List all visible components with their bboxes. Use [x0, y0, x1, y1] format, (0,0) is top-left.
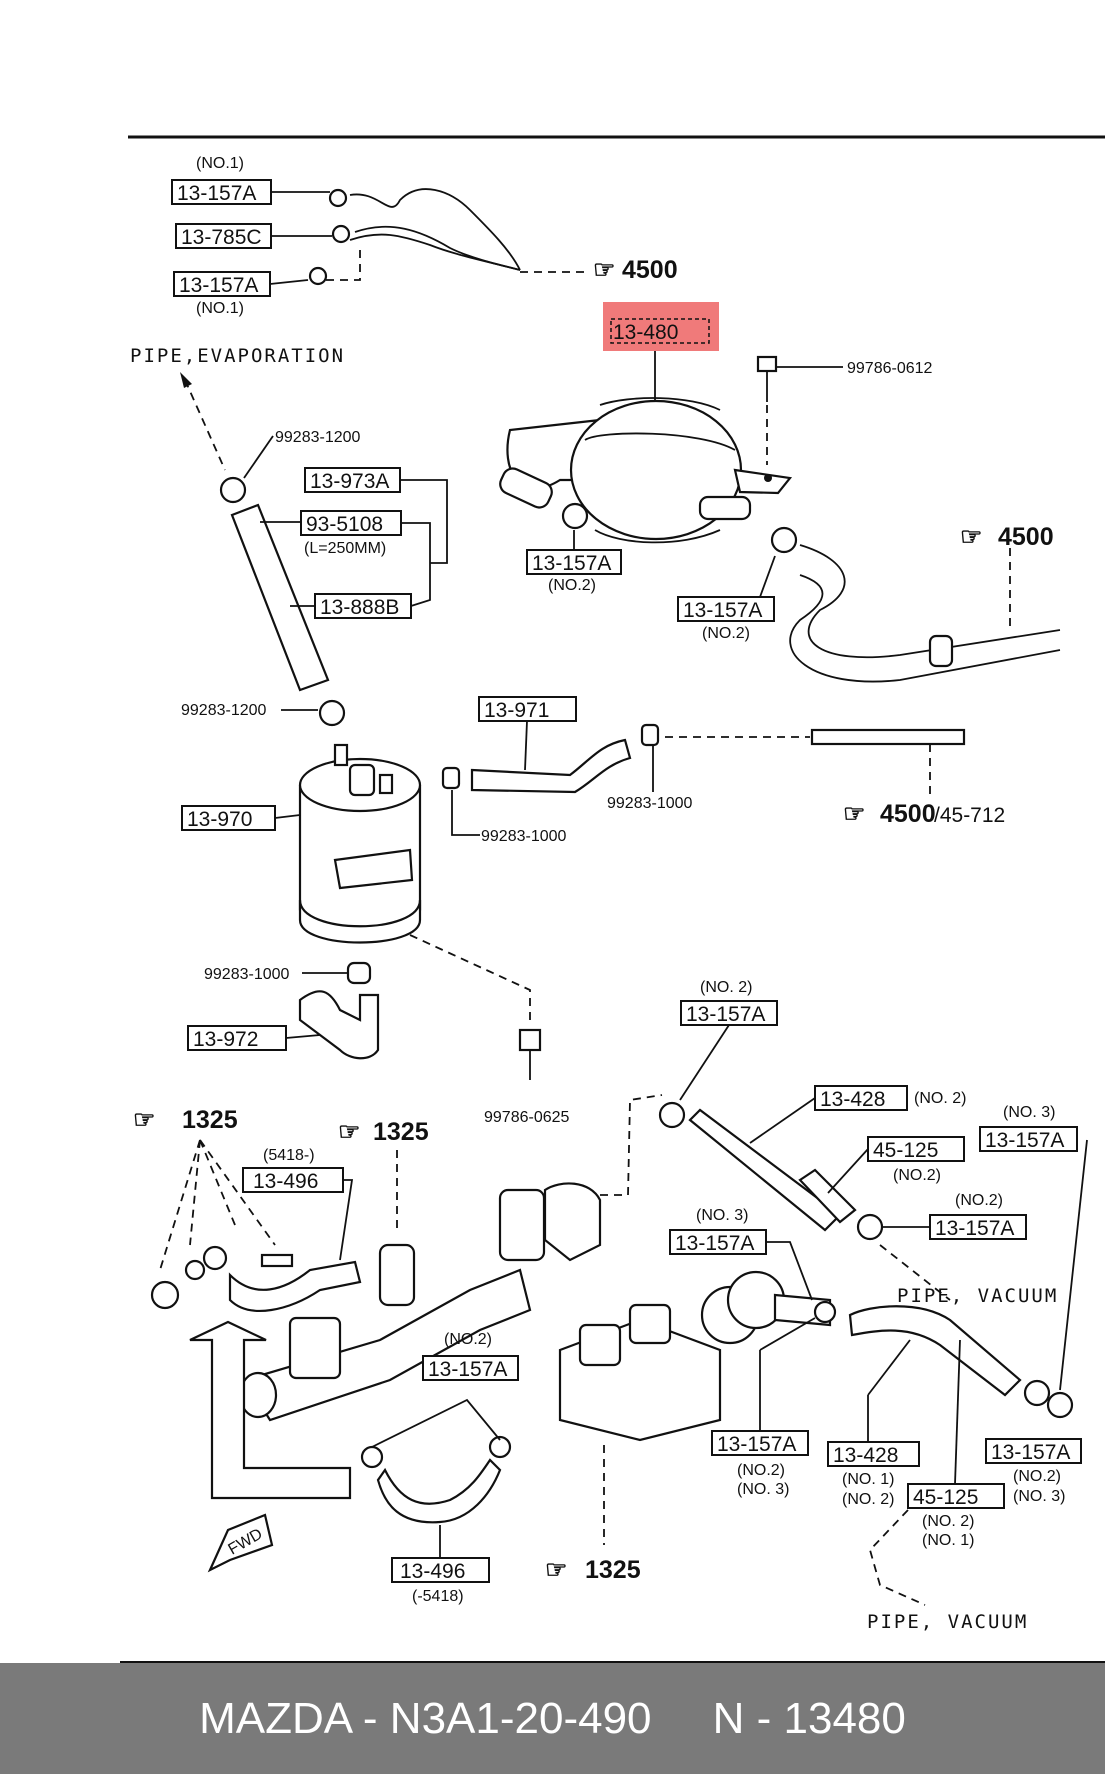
note-no2: (NO. 2) [922, 1513, 974, 1530]
note-no3: (NO. 3) [1013, 1488, 1065, 1505]
note-no2: (NO. 2) [700, 979, 752, 996]
svg-text:☞: ☞ [843, 800, 865, 828]
ref-1325[interactable]: 1325 [585, 1556, 641, 1584]
part-number-99283-1000[interactable]: 99283-1000 [481, 828, 567, 845]
part-label-13-428[interactable]: 13-428 [833, 1444, 898, 1467]
note-length: (L=250MM) [304, 540, 386, 557]
part-number-99283-1200[interactable]: 99283-1200 [181, 702, 267, 719]
svg-text:☞: ☞ [593, 256, 615, 284]
note-no1: (NO.1) [196, 300, 244, 317]
svg-text:☞: ☞ [960, 523, 982, 551]
caption-pipe-vacuum: PIPE, VACUUM [867, 1611, 1028, 1633]
svg-text:☞: ☞ [133, 1106, 155, 1134]
part-number-99283-1200[interactable]: 99283-1200 [275, 429, 361, 446]
ref-4500[interactable]: 4500 [880, 800, 936, 828]
part-label-13-157a[interactable]: 13-157A [985, 1129, 1064, 1152]
parts-diagram: (NO.1) 13-157A 13-785C 13-157A (NO.1) ☞ … [120, 135, 1105, 1663]
part-label-13-157a[interactable]: 13-157A [428, 1358, 507, 1381]
part-label-13-972[interactable]: 13-972 [193, 1028, 258, 1051]
note-no2: (NO.2) [1013, 1468, 1061, 1485]
note-no2: (NO. 2) [914, 1090, 966, 1107]
note-no1: (NO. 1) [842, 1471, 894, 1488]
note-no2: (NO.2) [737, 1462, 785, 1479]
note-no3: (NO. 3) [737, 1481, 789, 1498]
ref-1325[interactable]: 1325 [182, 1106, 238, 1134]
note-no1: (NO.1) [196, 155, 244, 172]
note-no1: (NO. 1) [922, 1532, 974, 1549]
note-5418: (5418-) [263, 1147, 315, 1164]
part-label-13-157a[interactable]: 13-157A [179, 274, 258, 297]
evaporation-pipe-group: PIPE,EVAPORATION 99283-1200 13-973A 93-5… [130, 345, 448, 727]
part-label-13-973a[interactable]: 13-973A [310, 470, 389, 493]
part-label-13-157a[interactable]: 13-157A [717, 1433, 796, 1456]
part-label-45-125[interactable]: 45-125 [873, 1139, 938, 1162]
caption-pipe-evaporation: PIPE,EVAPORATION [130, 345, 345, 367]
part-label-45-125[interactable]: 45-125 [913, 1486, 978, 1509]
note-no2: (NO. 2) [842, 1491, 894, 1508]
hose-group-top: (NO.1) 13-157A 13-785C 13-157A (NO.1) ☞ … [171, 155, 678, 317]
vacuum-hose-group: (NO. 2) 13-157A 13-428 (NO. 2) 45-125 (N… [658, 979, 1088, 1633]
note-no2: (NO.2) [893, 1167, 941, 1184]
part-number-99786-0612[interactable]: 99786-0612 [847, 360, 933, 377]
note-minus-5418: (-5418) [412, 1588, 464, 1605]
note-no2: (NO.2) [955, 1192, 1003, 1209]
footer-part-info: MAZDA - N3A1-20-490 N - 13480 [199, 1693, 906, 1743]
part-label-13-971[interactable]: 13-971 [484, 699, 549, 722]
note-no2: (NO.2) [548, 577, 596, 594]
note-no3: (NO. 3) [696, 1207, 748, 1224]
ref-4500[interactable]: 4500 [622, 256, 678, 284]
note-no2: (NO.2) [702, 625, 750, 642]
part-label-13-970[interactable]: 13-970 [187, 808, 252, 831]
part-number-45-712[interactable]: /45-712 [934, 804, 1005, 827]
part-label-93-5108[interactable]: 93-5108 [306, 513, 383, 536]
intake-assembly-group: ☞ 1325 ☞ 1325 (5418-) 13-496 13 [133, 1094, 760, 1605]
part-label-13-157a[interactable]: 13-157A [935, 1217, 1014, 1240]
note-no2: (NO.2) [444, 1331, 492, 1348]
part-label-13-496[interactable]: 13-496 [253, 1170, 318, 1193]
svg-text:☞: ☞ [338, 1118, 360, 1146]
part-label-13-785c[interactable]: 13-785C [181, 226, 262, 249]
part-number-99283-1000[interactable]: 99283-1000 [204, 966, 290, 983]
svg-text:☞: ☞ [545, 1556, 567, 1584]
canister-group: 13-970 13-971 99283-1000 99283-1000 ☞ 45… [181, 696, 1005, 1126]
part-label-13-157a[interactable]: 13-157A [683, 599, 762, 622]
caption-pipe-vacuum: PIPE, VACUUM [897, 1285, 1058, 1307]
part-label-13-157a[interactable]: 13-157A [177, 182, 256, 205]
part-label-13-157a[interactable]: 13-157A [686, 1003, 765, 1026]
part-label-13-428[interactable]: 13-428 [820, 1088, 885, 1111]
part-number-99786-0625[interactable]: 99786-0625 [484, 1109, 570, 1126]
part-label-13-157a[interactable]: 13-157A [675, 1232, 754, 1255]
part-label-13-480[interactable]: 13-480 [613, 321, 678, 344]
ref-1325[interactable]: 1325 [373, 1118, 429, 1146]
ref-4500[interactable]: 4500 [998, 523, 1054, 551]
part-label-13-157a[interactable]: 13-157A [991, 1441, 1070, 1464]
part-number-99283-1000[interactable]: 99283-1000 [607, 795, 693, 812]
part-label-13-157a[interactable]: 13-157A [532, 552, 611, 575]
note-no3: (NO. 3) [1003, 1104, 1055, 1121]
footer-bar: MAZDA - N3A1-20-490 N - 13480 [0, 1663, 1105, 1774]
fuel-filter-group: 13-480 99786-0612 13-157A (NO.2) 13-157A… [499, 302, 1061, 683]
part-label-13-888b[interactable]: 13-888B [320, 596, 399, 619]
part-label-13-496[interactable]: 13-496 [400, 1560, 465, 1583]
